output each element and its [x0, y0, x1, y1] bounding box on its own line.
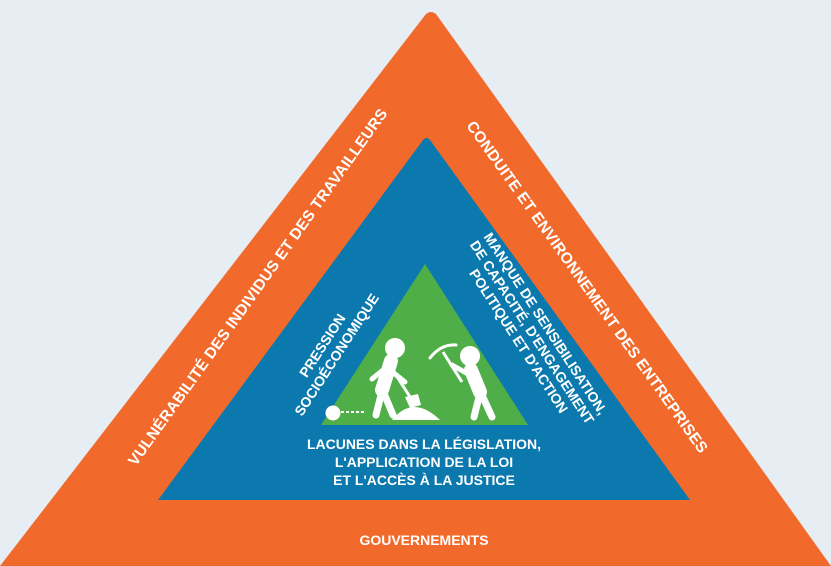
outer-bottom-label: GOUVERNEMENTS: [359, 532, 488, 548]
svg-text:L'APPLICATION DE LA LOI: L'APPLICATION DE LA LOI: [335, 454, 513, 470]
svg-text:ET L'ACCÈS À LA JUSTICE: ET L'ACCÈS À LA JUSTICE: [333, 472, 515, 488]
svg-text:LACUNES DANS LA LÉGISLATION,: LACUNES DANS LA LÉGISLATION,: [307, 436, 541, 452]
forced-labour-workers-icon: [325, 338, 496, 421]
middle-bottom-label: LACUNES DANS LA LÉGISLATION, L'APPLICATI…: [307, 436, 541, 488]
